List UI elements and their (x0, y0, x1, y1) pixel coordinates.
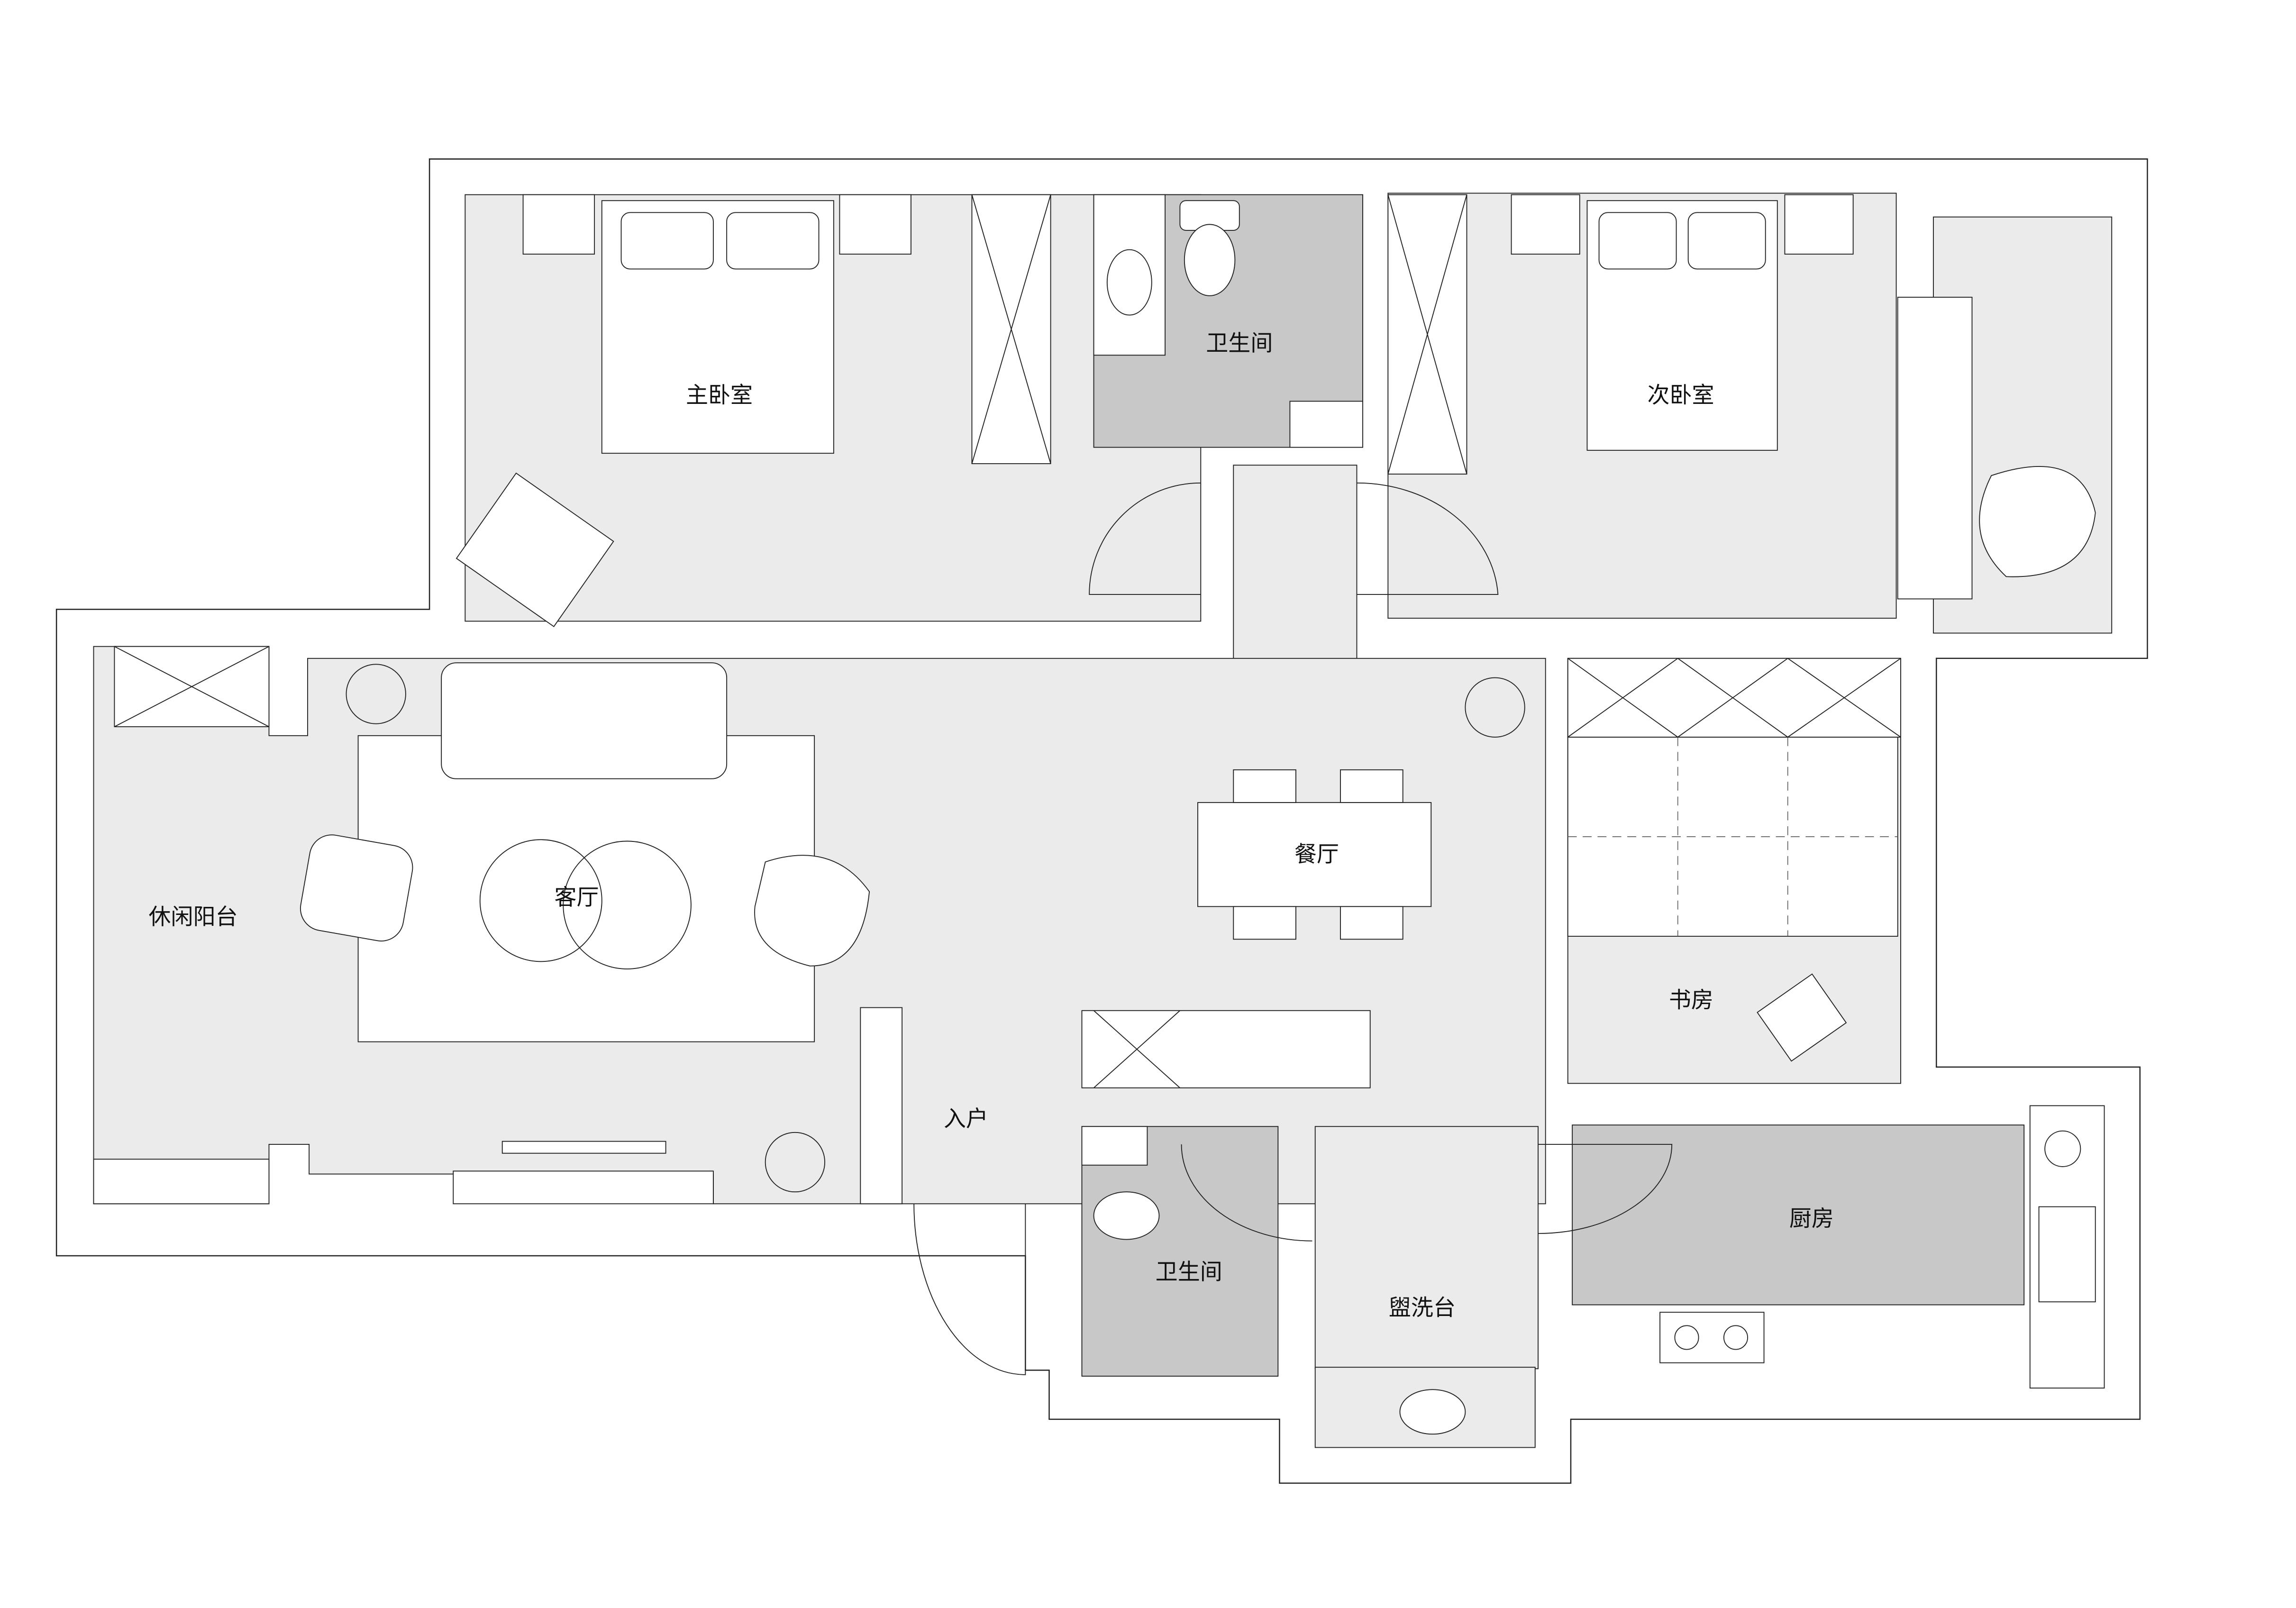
plant-icon (1465, 677, 1525, 738)
room-label-master-bedroom: 主卧室 (686, 383, 753, 409)
chair-icon (1340, 769, 1403, 803)
room-label-kitchen: 厨房 (1789, 1206, 1834, 1232)
nightstand (1511, 194, 1580, 255)
right-balcony[interactable] (1897, 216, 2113, 634)
room-label-bathroom-top: 卫生间 (1206, 330, 1273, 356)
toilet-icon (1093, 1191, 1160, 1240)
kitchen-sink-icon (2038, 1206, 2096, 1303)
armchair-icon (456, 472, 614, 628)
door-swing[interactable] (1181, 1144, 1312, 1242)
room-label-bathroom-bottom: 卫生间 (1156, 1259, 1222, 1285)
plant-icon (765, 1132, 826, 1193)
nightstand (1784, 194, 1854, 255)
pillow-icon (1598, 212, 1677, 270)
plant-icon (346, 664, 406, 724)
washbasin-icon (1399, 1389, 1466, 1435)
room-label-dining-room: 餐厅 (1294, 841, 1339, 868)
tv-icon (501, 1141, 666, 1154)
balcony-cabinet (1897, 297, 1973, 600)
study-chair-icon (1757, 973, 1847, 1062)
pillow-icon (1687, 212, 1766, 270)
study-cabinet (1567, 658, 1901, 738)
room-label-entrance: 入户 (944, 1106, 988, 1132)
sink-icon (1106, 249, 1152, 316)
bathroom-bottom[interactable] (1081, 1126, 1279, 1377)
nightstand (839, 194, 911, 255)
bathroom-top[interactable] (1093, 194, 1363, 448)
room-label-second-bedroom: 次卧室 (1647, 383, 1714, 409)
room-label-living-room: 客厅 (554, 885, 599, 911)
entrance-door[interactable] (913, 1204, 1026, 1375)
toilet-icon (1184, 224, 1236, 296)
shelf (1081, 1126, 1148, 1166)
armchair-icon (754, 855, 870, 967)
chair-icon (1340, 906, 1403, 940)
room-label-study: 书房 (1669, 987, 1713, 1013)
corridor (1233, 465, 1358, 662)
shower-cabinet (1289, 401, 1363, 448)
cabinet (93, 1159, 270, 1205)
stove-icon (1659, 1312, 1765, 1363)
kitchen[interactable] (1572, 1105, 2105, 1389)
door-swing[interactable] (1538, 1143, 1673, 1234)
coffee-table-icon[interactable] (563, 841, 692, 969)
dining-table[interactable] (1197, 802, 1432, 907)
living-rug (357, 735, 815, 1042)
washer-icon (2044, 1130, 2081, 1167)
chair-icon (1233, 906, 1296, 940)
chair-icon (1233, 769, 1296, 803)
room-label-wash-area: 盥洗台 (1389, 1295, 1456, 1321)
armchair-icon (1979, 466, 2096, 577)
shoe-cabinet (860, 1007, 903, 1205)
coffee-table-icon[interactable] (479, 839, 602, 962)
passage (1314, 1126, 1539, 1370)
room-label-leisure-balcony: 休闲阳台 (149, 904, 238, 930)
door-swing[interactable] (1357, 482, 1499, 595)
armchair-icon (300, 834, 413, 941)
sofa[interactable] (441, 662, 728, 779)
study[interactable] (1567, 658, 1901, 1084)
entrance-cabinet (1081, 1010, 1371, 1088)
pillow-icon (620, 212, 714, 270)
pillow-icon (726, 212, 820, 270)
door-swing[interactable] (1089, 482, 1201, 595)
nightstand (522, 194, 595, 255)
tv-cabinet (453, 1170, 714, 1205)
wash-area[interactable] (1314, 1367, 1536, 1448)
